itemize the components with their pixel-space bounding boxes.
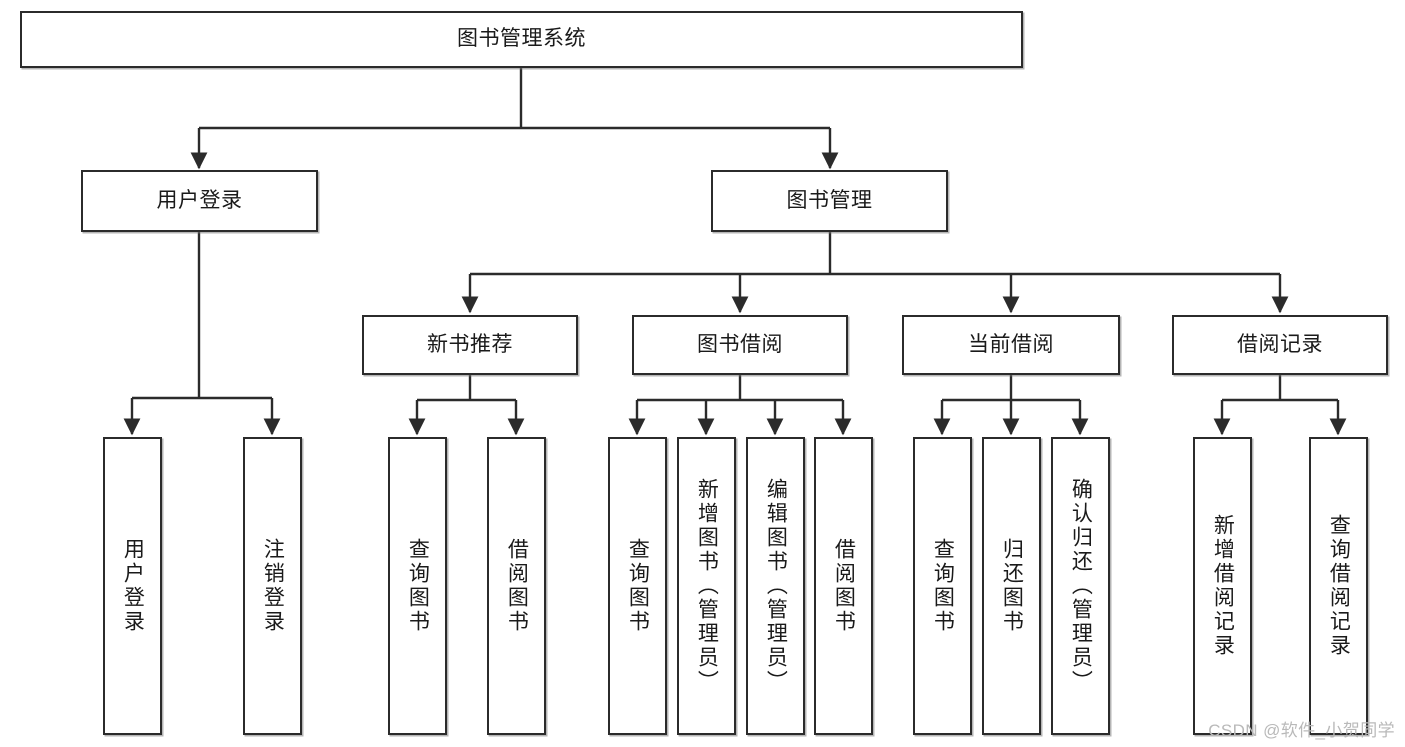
node-label: 用户登录 bbox=[156, 188, 243, 212]
node-leaf-confirm-return[interactable]: 确认归还（管理员） bbox=[1051, 437, 1110, 735]
node-label: 借阅图书 bbox=[832, 538, 856, 634]
node-leaf-add-book[interactable]: 新增图书（管理员） bbox=[677, 437, 736, 735]
node-leaf-query-book-recommend[interactable]: 查询图书 bbox=[388, 437, 447, 735]
node-new-book-recommend[interactable]: 新书推荐 bbox=[362, 315, 578, 375]
node-book-management-system[interactable]: 图书管理系统 bbox=[20, 11, 1023, 68]
node-label: 用户登录 bbox=[121, 538, 145, 634]
node-label: 新增图书（管理员） bbox=[695, 478, 719, 694]
node-user-login[interactable]: 用户登录 bbox=[81, 170, 318, 232]
node-leaf-query-book-borrow[interactable]: 查询图书 bbox=[608, 437, 667, 735]
node-leaf-user-login[interactable]: 用户登录 bbox=[103, 437, 162, 735]
node-label: 查询借阅记录 bbox=[1327, 514, 1351, 658]
node-label: 当前借阅 bbox=[968, 332, 1054, 356]
node-label: 查询图书 bbox=[931, 538, 955, 634]
node-current-borrow[interactable]: 当前借阅 bbox=[902, 315, 1120, 375]
node-label: 图书管理 bbox=[786, 188, 873, 212]
node-leaf-borrow-book-recommend[interactable]: 借阅图书 bbox=[487, 437, 546, 735]
node-book-borrow[interactable]: 图书借阅 bbox=[632, 315, 848, 375]
node-label: 注销登录 bbox=[261, 538, 285, 634]
node-label: 图书借阅 bbox=[697, 332, 783, 356]
node-leaf-borrow-book[interactable]: 借阅图书 bbox=[814, 437, 873, 735]
node-leaf-query-book-current[interactable]: 查询图书 bbox=[913, 437, 972, 735]
node-label: 新增借阅记录 bbox=[1211, 514, 1235, 658]
node-leaf-query-borrow-record[interactable]: 查询借阅记录 bbox=[1309, 437, 1368, 735]
node-label: 确认归还（管理员） bbox=[1069, 478, 1093, 694]
node-book-management[interactable]: 图书管理 bbox=[711, 170, 948, 232]
node-leaf-return-book[interactable]: 归还图书 bbox=[982, 437, 1041, 735]
node-label: 查询图书 bbox=[406, 538, 430, 634]
node-label: 查询图书 bbox=[626, 538, 650, 634]
node-label: 借阅图书 bbox=[505, 538, 529, 634]
node-label: 新书推荐 bbox=[427, 332, 513, 356]
node-label: 借阅记录 bbox=[1237, 332, 1323, 356]
node-label: 图书管理系统 bbox=[457, 27, 586, 51]
node-borrow-record[interactable]: 借阅记录 bbox=[1172, 315, 1388, 375]
watermark-text: CSDN @软件_小贺同学 bbox=[1208, 721, 1395, 740]
node-label: 归还图书 bbox=[1000, 538, 1024, 634]
node-leaf-add-borrow-record[interactable]: 新增借阅记录 bbox=[1193, 437, 1252, 735]
node-leaf-edit-book[interactable]: 编辑图书（管理员） bbox=[746, 437, 805, 735]
node-leaf-logout[interactable]: 注销登录 bbox=[243, 437, 302, 735]
node-label: 编辑图书（管理员） bbox=[764, 478, 788, 694]
